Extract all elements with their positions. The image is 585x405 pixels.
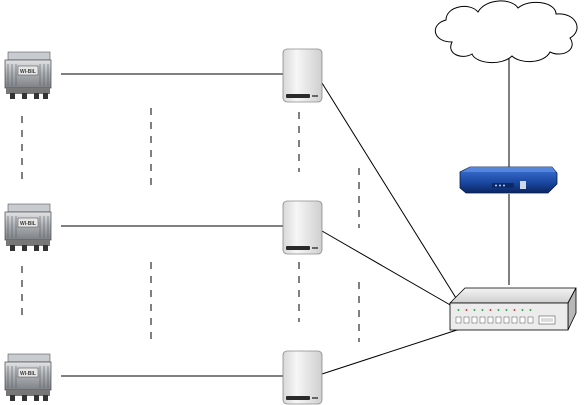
access-point-icon — [283, 351, 322, 404]
radio-unit-icon: WI-BIL — [2, 202, 52, 252]
link-ap1-switch — [322, 83, 456, 298]
access-point-icon — [283, 201, 322, 254]
link-ap2-switch — [322, 231, 452, 306]
radio-unit-icon: WI-BIL — [2, 352, 52, 402]
switch-icon — [450, 288, 576, 330]
access-point-icon — [283, 49, 322, 102]
radio-badge: WI-BIL — [20, 221, 36, 227]
radio-badge: WI-BIL — [20, 69, 36, 75]
router-icon — [460, 167, 557, 193]
link-ap3-switch — [322, 329, 460, 374]
cloud-icon — [435, 1, 577, 63]
radio-unit-icon: WI-BIL — [2, 50, 52, 100]
radio-badge: WI-BIL — [20, 371, 36, 377]
